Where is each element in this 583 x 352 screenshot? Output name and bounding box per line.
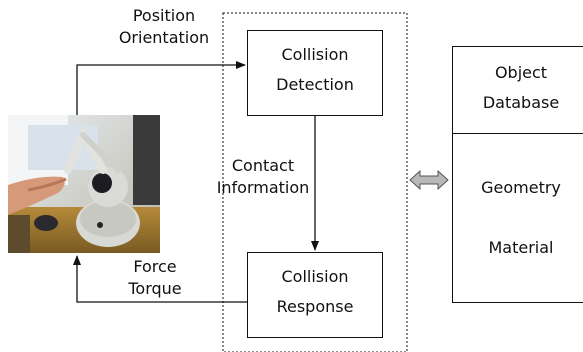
collision-detection-line1: Collision (281, 45, 349, 64)
haptic-device-photo (8, 115, 160, 253)
double-arrow-icon (409, 169, 449, 191)
object-database-line2: Database (482, 93, 560, 112)
arrow-position-orientation (76, 61, 246, 115)
collision-response-line2: Response (276, 297, 354, 316)
label-force: Force (133, 257, 177, 276)
label-torque: Torque (128, 279, 182, 298)
label-orientation: Orientation (118, 28, 210, 47)
label-contact: Contact (231, 156, 295, 175)
haptic-device-icon (8, 115, 160, 253)
collision-response-line1: Collision (281, 267, 349, 286)
geometry-label: Geometry (481, 178, 561, 197)
collision-response-box: Collision Response (247, 252, 383, 338)
label-information: Information (216, 178, 310, 197)
object-database-line1: Object (494, 63, 548, 82)
system-boundary (222, 12, 408, 352)
collision-detection-box: Collision Detection (247, 30, 383, 116)
database-divider (453, 133, 583, 134)
material-label: Material (488, 238, 554, 257)
arrow-force-torque (73, 255, 248, 303)
object-database-box: Object Database Geometry Material (452, 46, 583, 303)
collision-detection-line2: Detection (276, 75, 354, 94)
label-position: Position (132, 6, 196, 25)
